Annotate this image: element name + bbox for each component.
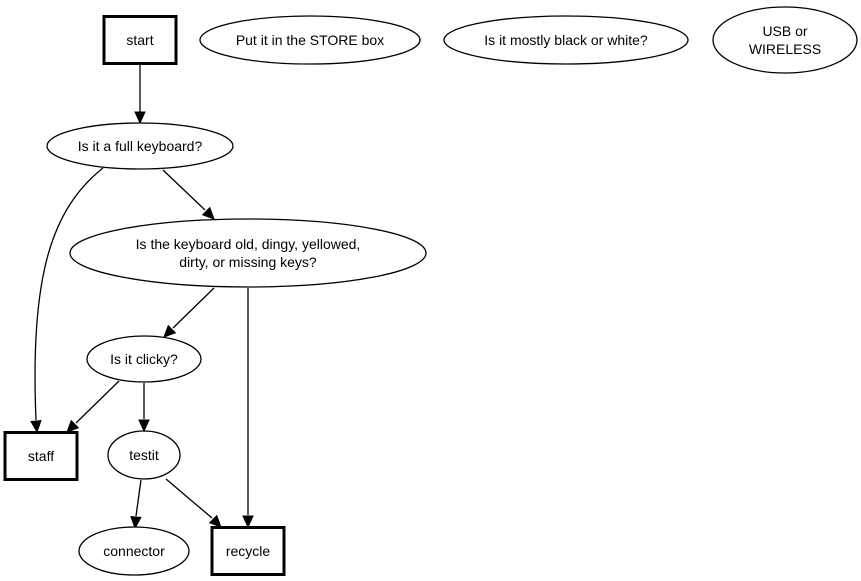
arrowhead-icon	[130, 516, 142, 530]
arrowhead-icon	[201, 206, 215, 220]
arrowhead-icon	[30, 420, 42, 434]
node-box-shape	[210, 526, 286, 576]
edge-clicky-to-testit	[138, 383, 150, 433]
node-ellipse-shape	[443, 15, 689, 65]
node-store[interactable]: Put it in the STORE box	[199, 15, 421, 65]
node-box-shape	[3, 431, 79, 481]
node-usb[interactable]: USB or WIRELESS	[712, 6, 858, 74]
arrowhead-icon	[208, 514, 222, 528]
edge-line	[162, 169, 206, 211]
arrowhead-icon	[163, 324, 177, 338]
node-label: WIRELESS	[749, 41, 821, 57]
edge-full-to-old	[162, 169, 215, 220]
node-ellipse-shape	[86, 335, 202, 383]
arrowhead-icon	[66, 419, 80, 433]
edge-start-to-full	[134, 64, 146, 125]
node-label: Is it a full keyboard?	[78, 138, 203, 154]
node-label: Is it clicky?	[110, 351, 178, 367]
node-label: start	[126, 32, 153, 48]
node-box-shape	[102, 15, 178, 65]
edge-line	[34, 167, 104, 421]
node-label: connector	[103, 543, 165, 559]
node-ellipse-shape	[78, 526, 190, 576]
node-label: USB or	[762, 23, 807, 39]
node-old[interactable]: Is the keyboard old, dingy, yellowed, dir…	[69, 218, 427, 288]
node-ellipse-shape	[107, 430, 181, 480]
node-label: Is it mostly black or white?	[484, 32, 648, 48]
node-ellipse-shape	[46, 122, 234, 170]
nodes-layer: start Put it in the STORE box Is it mostly…	[3, 6, 858, 576]
node-label: recycle	[226, 543, 271, 559]
edge-old-to-clicky	[163, 287, 215, 338]
edge-line	[172, 287, 215, 329]
node-label: Put it in the STORE box	[236, 32, 384, 48]
node-staff[interactable]: staff	[3, 431, 79, 481]
node-label: testit	[129, 447, 159, 463]
edge-old-to-recycle	[242, 288, 254, 529]
node-testit[interactable]: testit	[107, 430, 181, 480]
edge-line	[75, 380, 120, 424]
edge-full-to-staff	[30, 167, 104, 434]
node-label: staff	[28, 448, 54, 464]
node-ellipse-shape	[712, 6, 858, 74]
edges-layer	[30, 64, 254, 530]
edge-line	[165, 478, 213, 519]
arrowhead-icon	[242, 515, 254, 529]
node-ellipse-shape	[69, 218, 427, 288]
node-start[interactable]: start	[102, 15, 178, 65]
node-recycle[interactable]: recycle	[210, 526, 286, 576]
node-label: dirty, or missing keys?	[179, 254, 317, 270]
node-label: Is the keyboard old, dingy, yellowed,	[136, 236, 361, 252]
node-connector[interactable]: connector	[78, 526, 190, 576]
edge-testit-to-connector	[130, 479, 142, 530]
arrowhead-icon	[138, 419, 150, 433]
arrowhead-icon	[134, 111, 146, 125]
edge-line	[135, 479, 142, 517]
node-bw[interactable]: Is it mostly black or white?	[443, 15, 689, 65]
node-full[interactable]: Is it a full keyboard?	[46, 122, 234, 170]
edge-clicky-to-staff	[66, 380, 120, 433]
node-clicky[interactable]: Is it clicky?	[86, 335, 202, 383]
edge-testit-to-recycle	[165, 478, 222, 528]
node-ellipse-shape	[199, 15, 421, 65]
